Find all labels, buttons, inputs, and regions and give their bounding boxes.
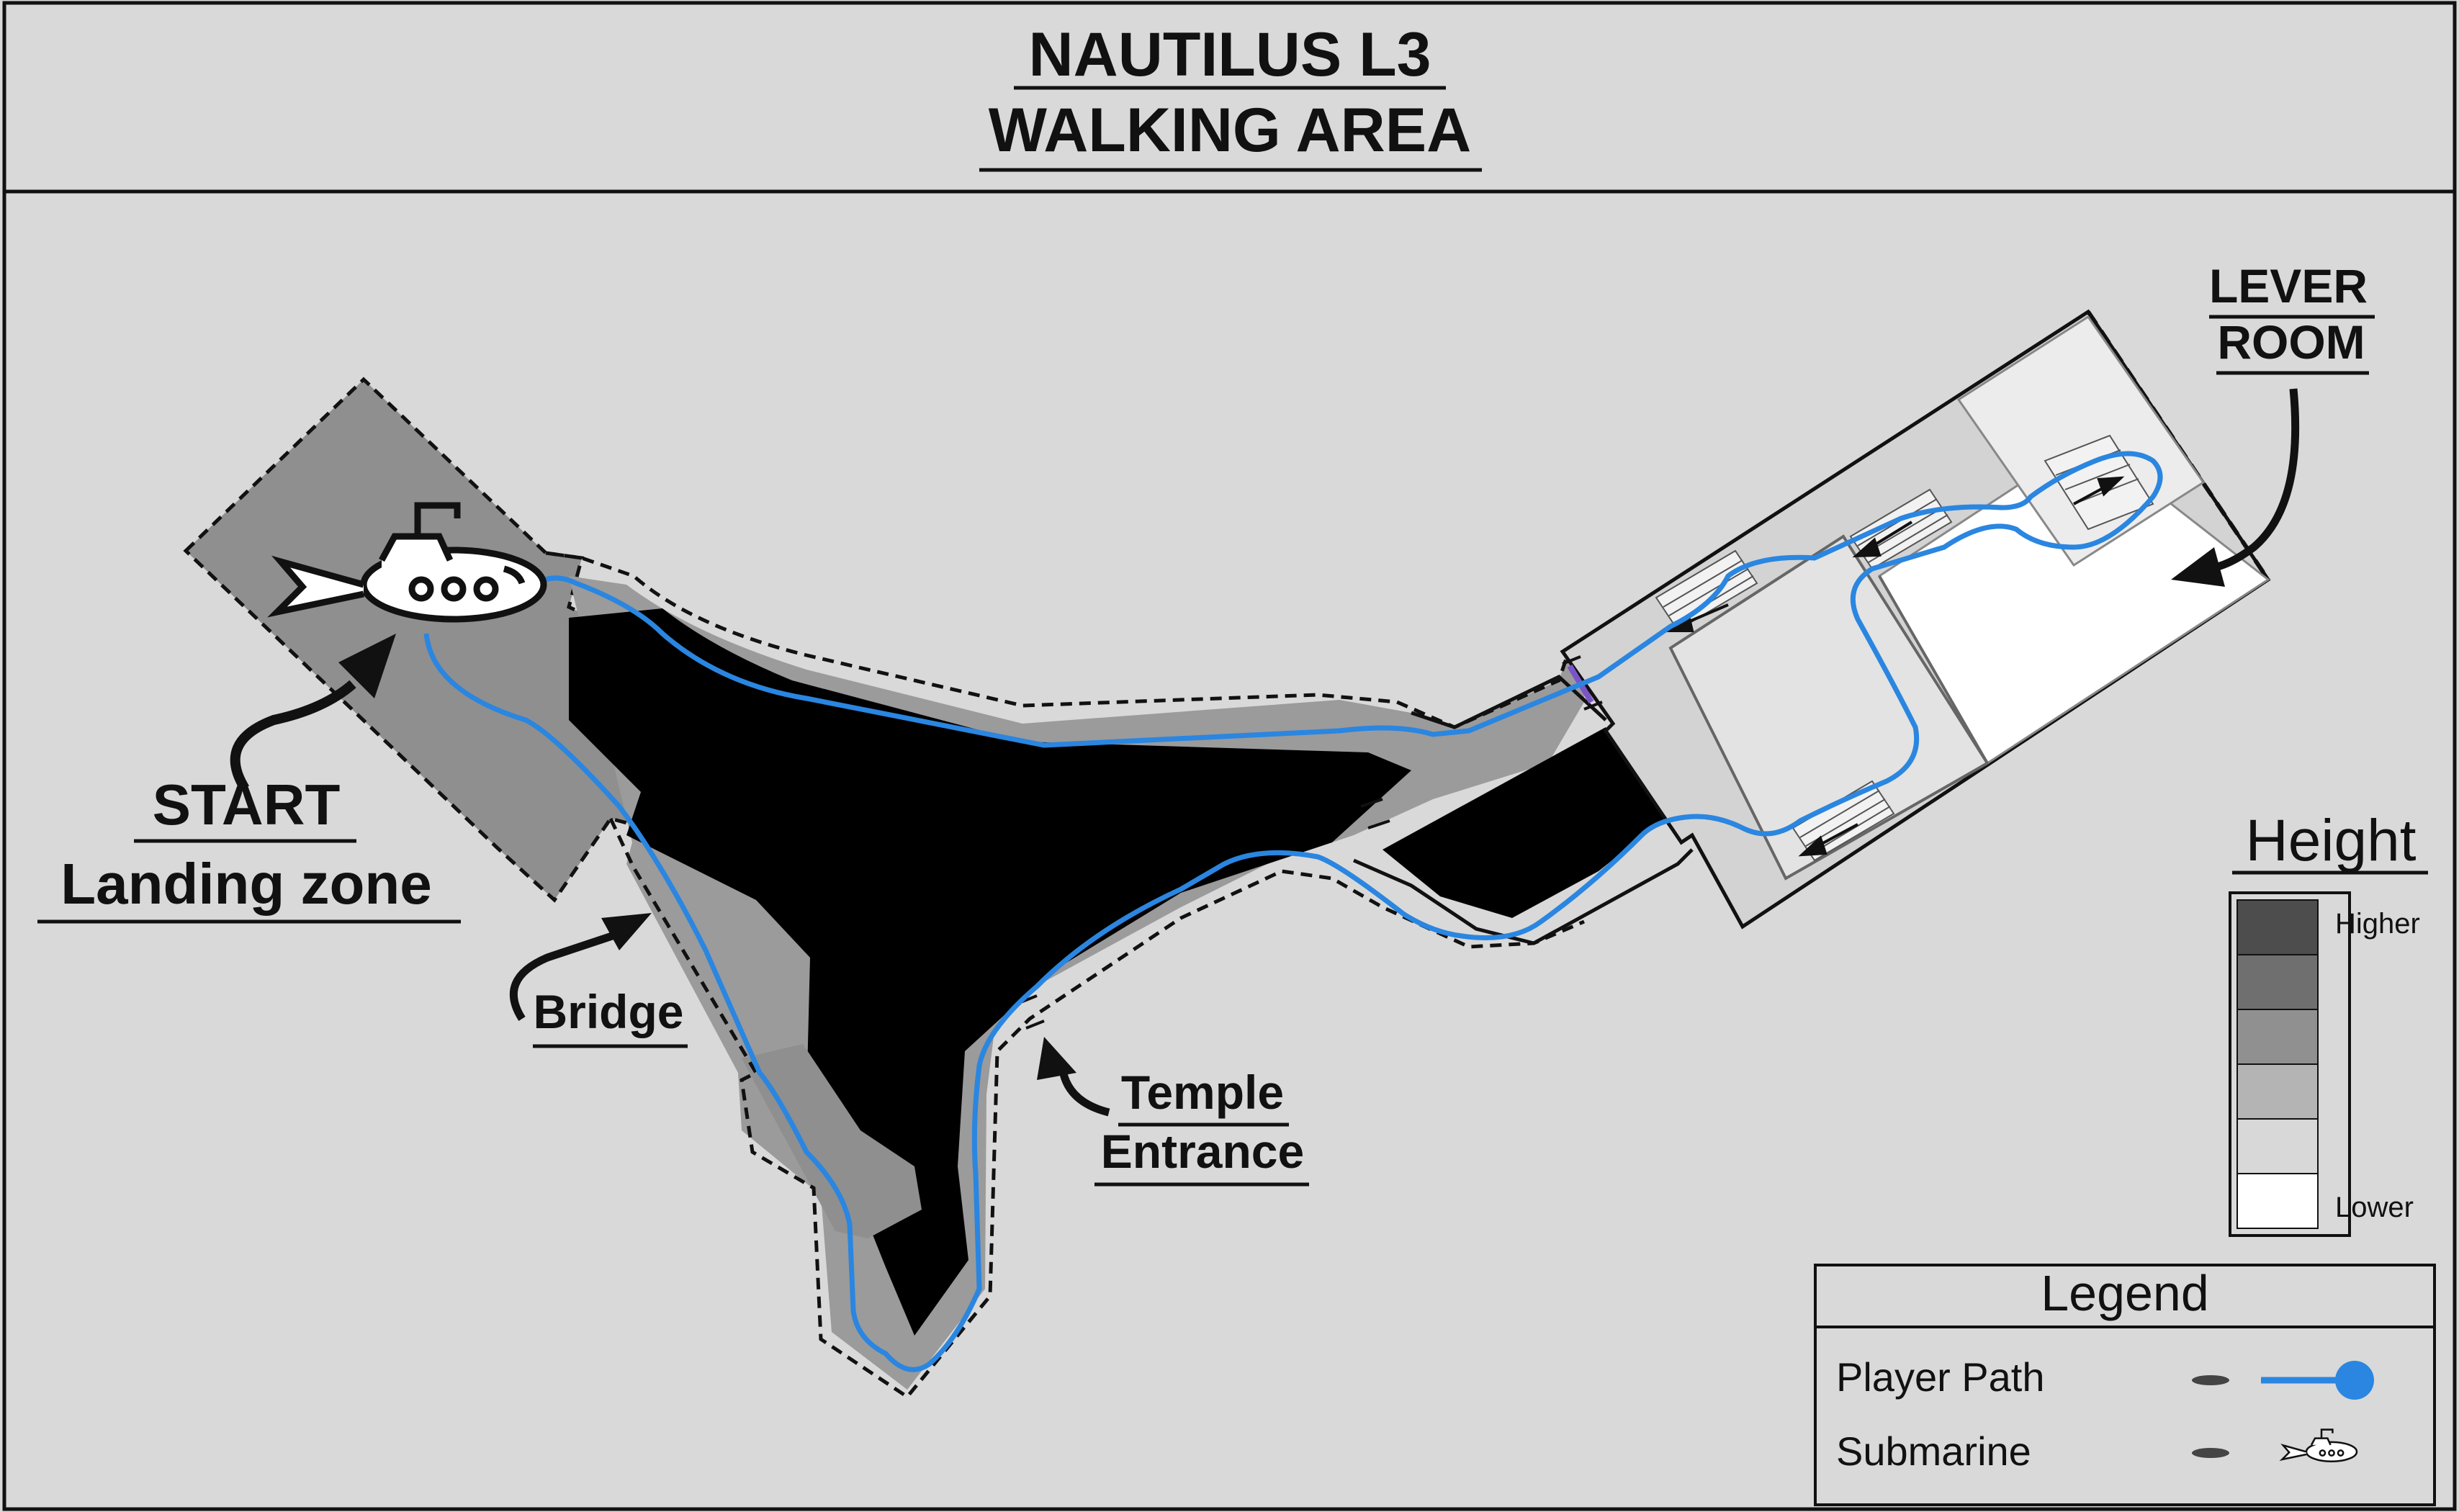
room-label: ROOM [2217, 315, 2365, 369]
legend-bullet [2192, 1375, 2229, 1385]
height-level-swatch [2237, 954, 2319, 1010]
bridge-label: Bridge [533, 985, 683, 1038]
height-low-label: Lower [2335, 1192, 2414, 1223]
lever-arrow [2171, 388, 2300, 587]
lever-label: LEVER [2209, 259, 2368, 312]
entrance-label: Entrance [1101, 1125, 1304, 1178]
height-level-swatch [2237, 1173, 2319, 1229]
legend-box [1814, 1264, 2436, 1506]
gate-markers [1018, 655, 1603, 1030]
bridge-arrow [509, 913, 652, 1021]
height-level-swatch [2237, 899, 2319, 955]
height-title: Height [2245, 808, 2416, 873]
height-level-swatch [2237, 1118, 2319, 1174]
legend-item-submarine: Submarine [1836, 1428, 2031, 1474]
path-line-icon [2261, 1361, 2374, 1400]
legend-item-player-path: Player Path [1836, 1354, 2045, 1400]
submarine-icon [2279, 1428, 2358, 1463]
submarine-icon [267, 502, 547, 623]
player-path [423, 451, 2163, 1372]
temple-arrow [1037, 1037, 1110, 1117]
temple-label: Temple [1121, 1066, 1284, 1119]
legend-bullet [2192, 1448, 2229, 1458]
walkway-outline [545, 551, 1585, 1400]
title-line-2: WALKING AREA [989, 96, 1471, 165]
height-high-label: Higher [2335, 908, 2420, 940]
bridge-ledge [742, 1044, 922, 1238]
title-bar [2, 1, 2457, 194]
height-scale-bars [2237, 899, 2319, 1229]
legend-title: Legend [2041, 1265, 2209, 1321]
pit-area [569, 608, 1411, 1336]
connector-pit [1383, 727, 1671, 918]
landing-zone-label: Landing zone [60, 852, 432, 916]
start-arrow [230, 634, 396, 791]
height-level-swatch [2237, 1009, 2319, 1065]
height-level-swatch [2237, 1063, 2319, 1120]
title-line-1: NAUTILUS L3 [1029, 20, 1431, 89]
